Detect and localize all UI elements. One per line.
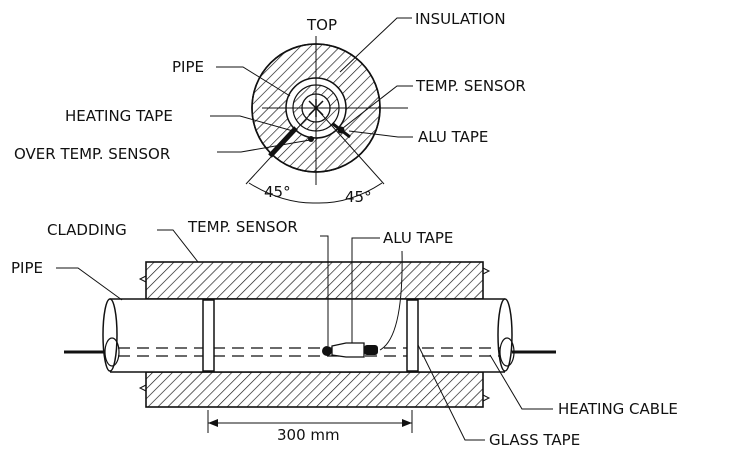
heating-tape-mark — [268, 126, 298, 158]
alu-tape-mark — [332, 122, 351, 139]
break-mark-4 — [482, 394, 491, 402]
heating-cable-leader — [489, 354, 553, 410]
glass-tape-label: GLASS TAPE — [489, 431, 580, 449]
cladding-leader — [157, 229, 199, 263]
glass-tape-band-right — [406, 299, 419, 372]
temp-sensor-label-top: TEMP. SENSOR — [415, 77, 526, 95]
insulation-block-bottom — [145, 371, 484, 408]
top-label: TOP — [306, 16, 337, 34]
temp-sensor-bulb — [322, 346, 332, 356]
dimension-label: 300 mm — [277, 426, 340, 444]
insulation-block-top — [145, 261, 484, 300]
alu-tape-label-side: ALU TAPE — [383, 229, 453, 247]
dimension-300mm — [207, 410, 413, 433]
side-view — [64, 261, 556, 408]
heating-cable-label: HEATING CABLE — [558, 400, 678, 418]
angle-arc-left — [248, 182, 317, 204]
cross-section — [245, 36, 408, 204]
angle-arc-right — [315, 182, 383, 204]
break-mark-2 — [482, 267, 491, 275]
break-mark-3 — [138, 384, 147, 392]
pipe-body — [110, 299, 505, 372]
break-mark-1 — [138, 275, 147, 283]
alu-tape-leader-top — [348, 130, 413, 138]
temp-sensor-label-side: TEMP. SENSOR — [187, 218, 298, 236]
alu-tape-wrap — [331, 342, 365, 358]
glass-tape-band-left — [202, 299, 215, 372]
over-temp-sensor-label: OVER TEMP. SENSOR — [14, 145, 170, 163]
angle-line-right — [315, 107, 385, 185]
glass-tape-leader — [417, 344, 485, 441]
heating-tape-label: HEATING TAPE — [65, 107, 173, 125]
alu-tape-label-top: ALU TAPE — [418, 128, 488, 146]
temp-sensor-leader-side — [320, 235, 329, 346]
pipe-end-right — [497, 298, 513, 372]
insulation-leader — [339, 17, 412, 73]
heating-tape-leader — [210, 115, 294, 132]
alu-tape-curve — [379, 250, 403, 351]
temp-sensor-leader-top — [342, 85, 413, 129]
over-temp-sensor-dot — [308, 136, 314, 142]
pipe-label-side: PIPE — [11, 259, 43, 277]
pipe-label-top: PIPE — [172, 58, 204, 76]
pipe-leader-side — [56, 267, 123, 301]
insulation-label: INSULATION — [415, 10, 506, 28]
angle-label-left: 45° — [264, 183, 291, 201]
cladding-label: CLADDING — [47, 221, 127, 239]
angle-label-right: 45° — [345, 188, 372, 206]
pipe-leader-top — [216, 66, 291, 97]
pipe-end-left — [102, 298, 118, 372]
alu-tape-end — [364, 345, 378, 355]
over-temp-sensor-leader — [217, 139, 311, 153]
alu-tape-leader-side — [351, 237, 380, 343]
